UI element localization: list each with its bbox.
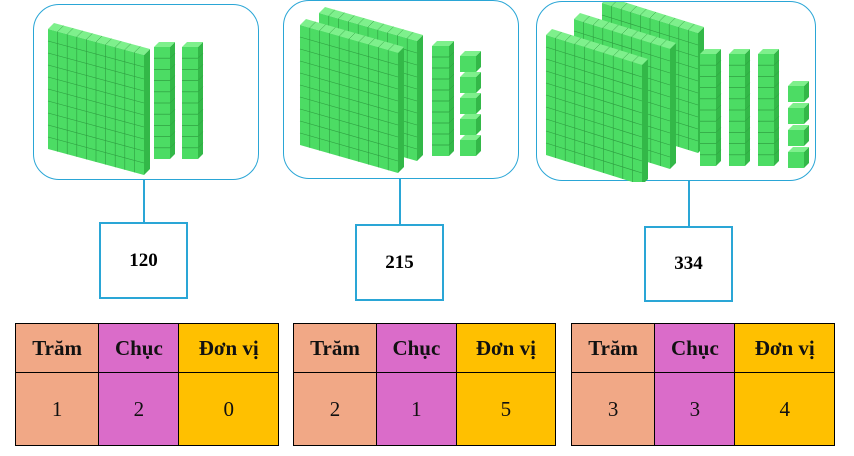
value-tens: 3 <box>654 372 736 446</box>
one-cube <box>788 147 809 168</box>
base-ten-blocks-3 <box>545 2 809 182</box>
number-box-1: 120 <box>99 222 188 299</box>
value-hundreds: 2 <box>293 372 377 446</box>
value-ones: 4 <box>734 372 835 446</box>
value-hundreds: 1 <box>14 372 100 446</box>
ten-rod <box>700 49 722 166</box>
hundred-flat <box>47 23 150 175</box>
hundred-flat <box>545 29 648 182</box>
value-tens: 1 <box>375 372 457 446</box>
header-ones: Đơn vị <box>455 323 557 373</box>
header-hundreds: Trăm <box>14 323 100 373</box>
number-box-3: 334 <box>644 226 733 302</box>
value-ones: 0 <box>178 372 279 446</box>
header-hundreds: Trăm <box>293 323 377 373</box>
hundred-flat <box>299 19 404 173</box>
connector-line-1 <box>143 180 145 222</box>
header-ones: Đơn vị <box>734 323 835 373</box>
one-cube <box>788 81 809 102</box>
header-tens: Chục <box>375 323 457 373</box>
blocks-panel-2 <box>283 0 519 179</box>
number-box-2: 215 <box>355 224 444 301</box>
one-cube <box>460 51 481 72</box>
one-cube <box>460 93 481 114</box>
one-cube <box>788 125 809 146</box>
one-cube <box>460 114 481 135</box>
connector-line-2 <box>399 179 401 224</box>
one-cube <box>460 135 481 156</box>
value-hundreds: 3 <box>570 372 656 446</box>
one-cube <box>788 103 809 124</box>
ten-rod <box>182 42 204 159</box>
place-value-table-1: Trăm Chục Đơn vị 1 2 0 <box>14 323 279 446</box>
header-ones: Đơn vị <box>178 323 279 373</box>
base-ten-blocks-2 <box>299 7 481 173</box>
ten-rod <box>154 42 176 159</box>
blocks-panel-1 <box>33 4 259 180</box>
ten-rod <box>729 49 751 166</box>
header-hundreds: Trăm <box>570 323 656 373</box>
place-value-table-3: Trăm Chục Đơn vị 3 3 4 <box>570 323 835 446</box>
one-cube <box>460 72 481 93</box>
header-tens: Chục <box>654 323 736 373</box>
value-tens: 2 <box>98 372 180 446</box>
ten-rod <box>432 41 455 156</box>
connector-line-3 <box>688 181 690 226</box>
header-tens: Chục <box>98 323 180 373</box>
ten-rod <box>758 49 780 166</box>
value-ones: 5 <box>455 372 557 446</box>
base-ten-blocks-1 <box>47 23 204 175</box>
blocks-panel-3 <box>536 1 816 182</box>
place-value-table-2: Trăm Chục Đơn vị 2 1 5 <box>293 323 557 446</box>
